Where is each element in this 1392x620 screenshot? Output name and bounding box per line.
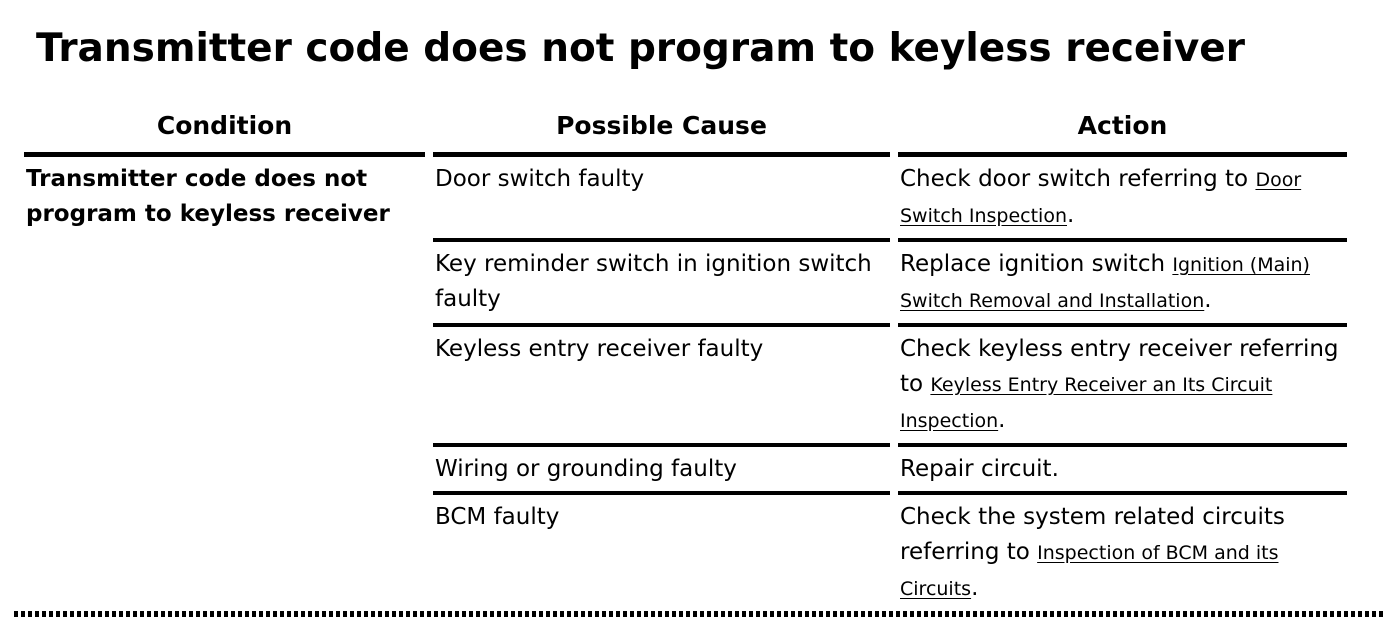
action-cell-keyless-receiver: Check keyless entry receiver referring t… — [898, 327, 1347, 447]
cause-cell-keyless-receiver: Keyless entry receiver faulty — [433, 327, 890, 447]
cause-cell-bcm: BCM faulty — [435, 504, 560, 530]
action-text: Check keyless entry receiver referring t… — [900, 336, 1339, 397]
action-text-suffix: . — [971, 575, 979, 601]
door-switch-inspection-link[interactable]: Door Switch Inspection — [900, 169, 1302, 227]
cause-cell-door-switch: Door switch faulty — [433, 157, 890, 242]
condition-text: Transmitter code does not program to key… — [26, 166, 390, 227]
keyless-entry-receiver-inspection-link[interactable]: Keyless Entry Receiver an Its Circuit In… — [900, 374, 1273, 432]
column-header-action: Action — [898, 111, 1347, 157]
bottom-dashed-divider — [14, 611, 1385, 617]
action-cell-wiring-grounding: Repair circuit. — [898, 447, 1347, 495]
action-text: Replace ignition switch — [900, 251, 1173, 277]
action-text: Repair circuit. — [900, 456, 1059, 482]
condition-cell: Transmitter code does not program to key… — [24, 157, 425, 611]
action-text: Check the system related circuits referr… — [900, 504, 1285, 565]
column-header-possible-cause: Possible Cause — [433, 111, 890, 157]
action-text-suffix: . — [998, 407, 1006, 433]
cause-cell-key-reminder-switch: Key reminder switch in ignition switch f… — [433, 242, 890, 327]
column-header-condition: Condition — [24, 111, 425, 157]
action-text: Check door switch referring to — [900, 166, 1256, 192]
page-title: Transmitter code does not program to key… — [36, 26, 1245, 71]
action-cell-door-switch: Check door switch referring to Door Swit… — [898, 157, 1347, 242]
action-cell-bcm: Check the system related circuits referr… — [898, 495, 1347, 611]
ignition-switch-removal-link[interactable]: Ignition (Main) Switch Removal and Insta… — [900, 254, 1310, 312]
bcm-circuits-inspection-link[interactable]: Inspection of BCM and its Circuits — [900, 542, 1279, 600]
action-text-suffix: . — [1067, 202, 1075, 228]
troubleshooting-table: Condition Possible Cause Action Transmit… — [24, 111, 1347, 611]
action-text-suffix: . — [1204, 287, 1212, 313]
cause-cell-wiring-grounding: Wiring or grounding faulty — [433, 447, 890, 495]
action-cell-key-reminder-switch: Replace ignition switch Ignition (Main) … — [898, 242, 1347, 327]
